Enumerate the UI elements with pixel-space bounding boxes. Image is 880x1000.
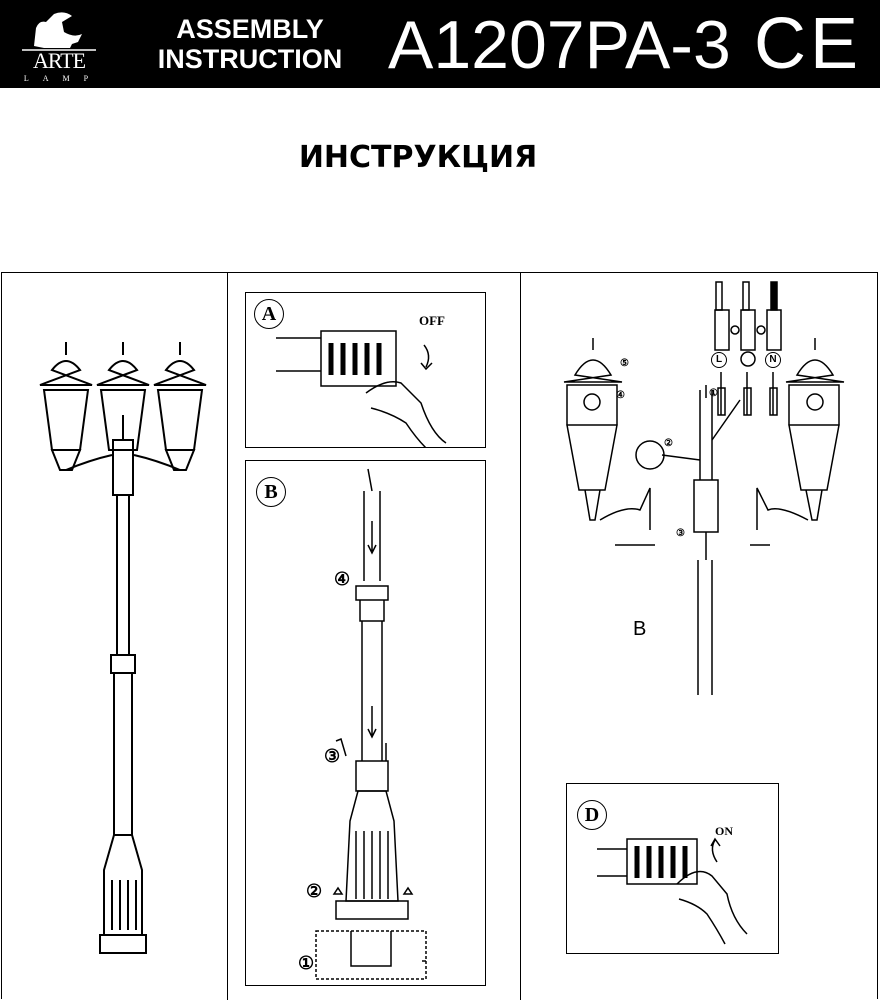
step-3-label: ③ (324, 746, 341, 766)
page-title: ИНСТРУКЦИЯ (298, 140, 538, 175)
model-number: A1207PA-3 (388, 7, 731, 83)
brand-subtitle: LAMP (23, 74, 103, 83)
step-1-label: ① (709, 388, 718, 399)
column-divider (520, 272, 521, 1000)
doc-type-line2: INSTRUCTION (157, 44, 343, 74)
switch-state-label: OFF (419, 313, 445, 328)
step-4-label: ④ (334, 569, 351, 589)
terminal-live-label: L (711, 352, 727, 368)
step-2-label: ② (664, 438, 673, 449)
step-3-label: ③ (676, 528, 685, 539)
panel-c-label: B (633, 618, 647, 640)
panel-b-post-install: B ④ ③ ② ① (245, 460, 486, 986)
lantern-right (153, 342, 207, 471)
circuit-breaker-hand-icon (597, 837, 748, 945)
lantern-left (39, 342, 93, 471)
ce-mark: CE (754, 4, 863, 84)
panel-label: B (256, 477, 286, 507)
panel-label: D (577, 800, 607, 830)
brand-logo: ARTE LAMP (14, 8, 104, 83)
step-5-label: ⑤ (620, 358, 629, 369)
winged-lion-icon (22, 12, 96, 51)
column-divider (227, 272, 228, 1000)
post-assembly-drawing (315, 468, 427, 980)
terminal-neutral-label: N (765, 352, 781, 368)
lamp-post-drawing (39, 342, 207, 954)
circuit-breaker-hand-icon (276, 330, 447, 448)
step-4-label: ④ (616, 390, 625, 401)
switch-state-label: ON (715, 824, 733, 838)
instruction-frame (1, 272, 878, 999)
panel-d-switch-on: D ON (566, 783, 779, 954)
step-2-label: ② (306, 881, 323, 901)
step-1-label: ① (298, 953, 315, 973)
lantern-middle (96, 342, 150, 451)
panel-label: A (254, 299, 284, 329)
doc-type-line1: ASSEMBLY (176, 14, 324, 44)
brand-name: ARTE (32, 48, 86, 73)
panel-a-switch-off: A OFF (245, 292, 486, 448)
